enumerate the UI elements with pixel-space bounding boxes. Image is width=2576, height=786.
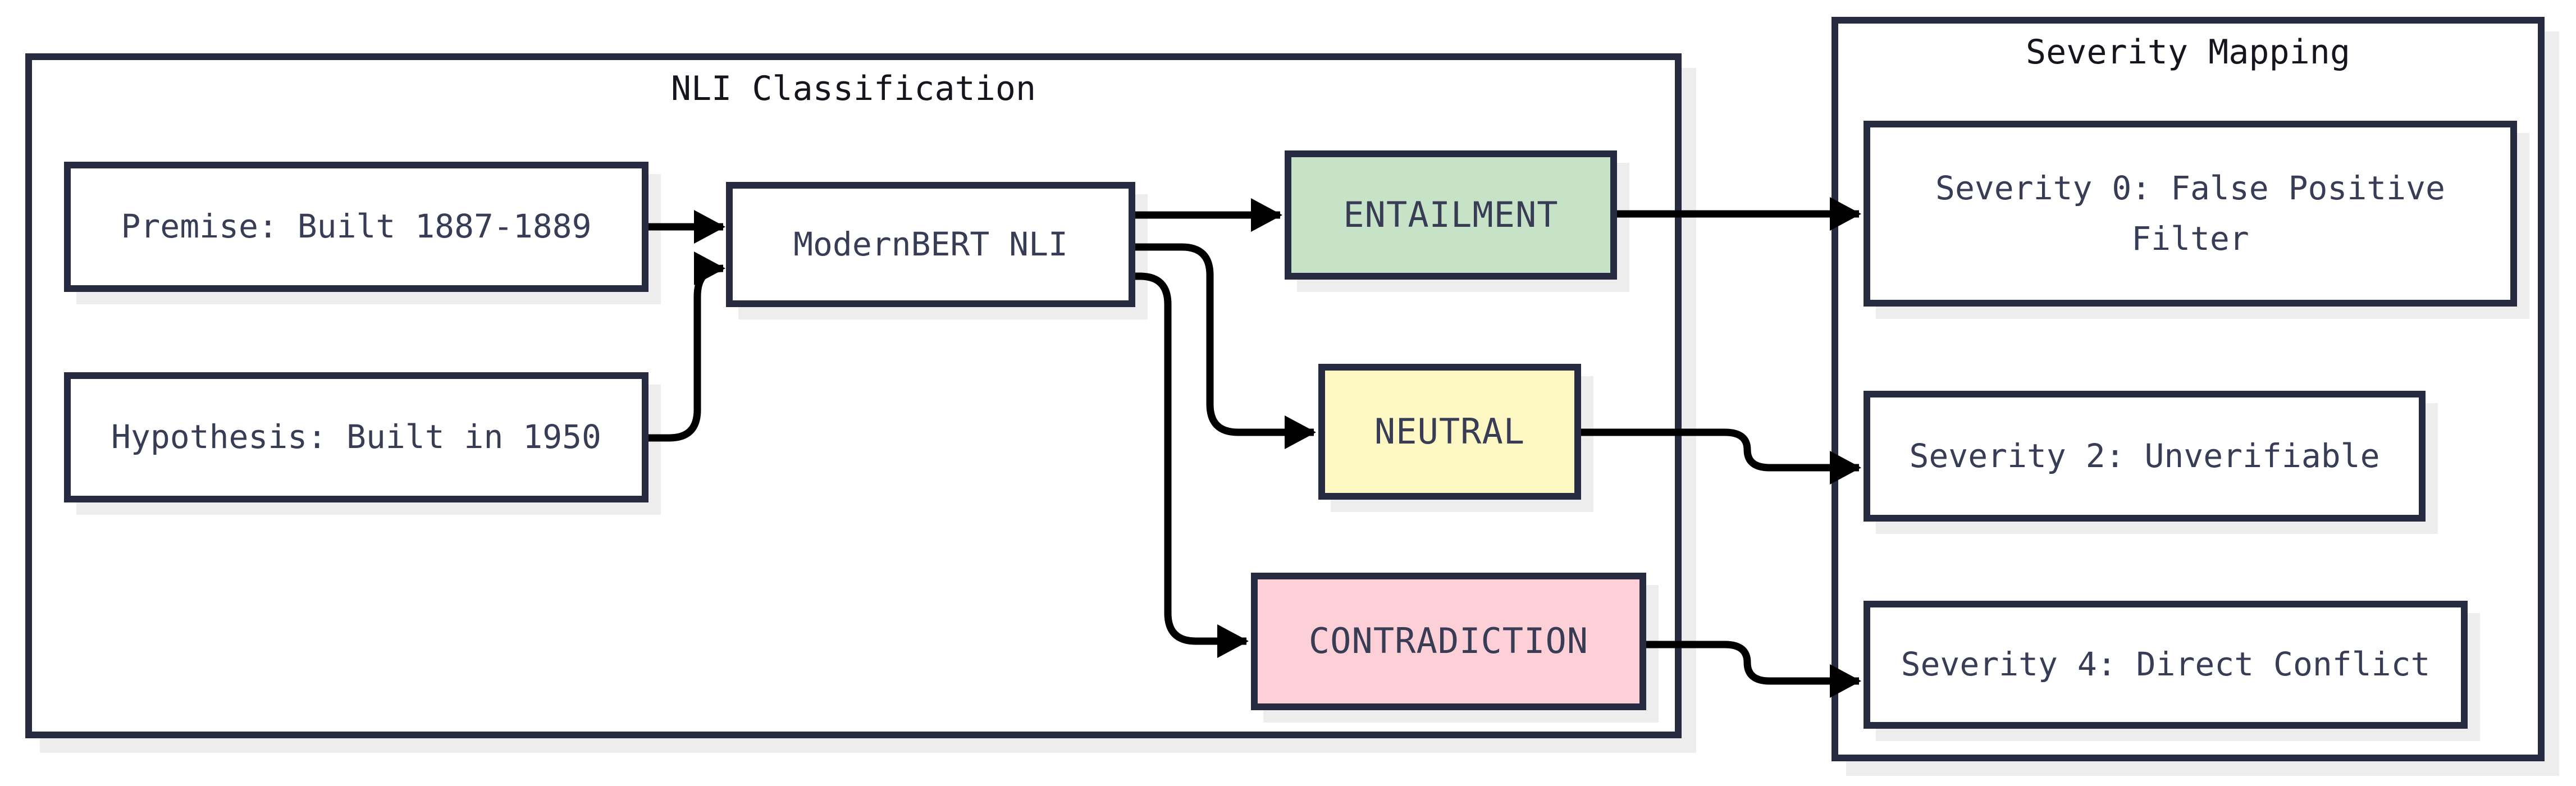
node-severity-4-label: Severity 4: Direct Conflict	[1901, 645, 2431, 684]
node-entailment-label: ENTAILMENT	[1343, 194, 1559, 235]
node-severity-2-label: Severity 2: Unverifiable	[1909, 436, 2380, 475]
node-premise-label: Premise: Built 1887-1889	[121, 207, 592, 246]
edge-model-to-neutral	[1135, 243, 1316, 449]
node-neutral: NEUTRAL	[1318, 364, 1581, 500]
node-contradiction-label: CONTRADICTION	[1308, 620, 1589, 662]
edge-hypothesis-to-model	[648, 252, 725, 442]
node-modernbert-nli-label: ModernBERT NLI	[793, 225, 1068, 263]
node-neutral-label: NEUTRAL	[1374, 410, 1525, 452]
node-severity-0-false-positive-filter: Severity 0: False Positive Filter	[1864, 121, 2517, 307]
edge-neutral-to-sev2	[1581, 428, 1861, 485]
node-hypothesis: Hypothesis: Built in 1950	[64, 372, 648, 502]
edge-contradiction-to-sev4	[1646, 641, 1861, 698]
node-severity-2-unverifiable: Severity 2: Unverifiable	[1864, 391, 2426, 522]
node-premise: Premise: Built 1887-1889	[64, 162, 648, 292]
node-entailment: ENTAILMENT	[1285, 150, 1617, 280]
node-severity-0-label: Severity 0: False Positive Filter	[1935, 168, 2445, 258]
node-contradiction: CONTRADICTION	[1251, 573, 1646, 710]
severity-container-title: Severity Mapping	[2026, 33, 2350, 72]
node-hypothesis-label: Hypothesis: Built in 1950	[111, 418, 601, 456]
node-modernbert-nli: ModernBERT NLI	[726, 182, 1135, 307]
nli-container-title: NLI Classification	[670, 69, 1036, 108]
node-severity-4-direct-conflict: Severity 4: Direct Conflict	[1864, 601, 2468, 729]
edge-model-to-contradiction	[1135, 272, 1249, 658]
